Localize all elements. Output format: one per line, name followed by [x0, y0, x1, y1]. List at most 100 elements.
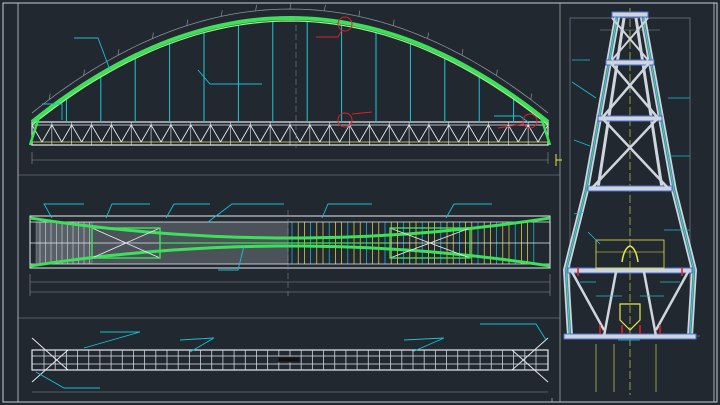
- truss-diagonal: [130, 124, 142, 143]
- truss-diagonal: [81, 124, 92, 143]
- bearing-shape: [619, 303, 641, 331]
- truss-diagonal: [428, 124, 440, 143]
- end-brace: [511, 337, 549, 371]
- truss-diagonal: [220, 124, 231, 143]
- elevation-view[interactable]: [28, 2, 562, 166]
- lamp-post-shape: [621, 245, 639, 263]
- leader-line: [105, 203, 150, 219]
- dimension-tick: [496, 69, 498, 76]
- truss-diagonal: [31, 124, 43, 143]
- detail-callout-circle: [337, 112, 353, 128]
- truss-diagonal: [230, 124, 241, 143]
- truss-diagonal: [51, 124, 63, 143]
- dimension-tick: [289, 2, 292, 10]
- tower-strut: [605, 59, 655, 66]
- leader-line: [587, 231, 601, 245]
- callout-leader: [351, 111, 373, 115]
- callout-leader: [316, 29, 343, 38]
- truss-diagonal: [418, 124, 430, 143]
- truss-diagonal: [120, 124, 132, 143]
- center-joint: [277, 356, 301, 363]
- truss-diagonal: [458, 124, 470, 143]
- leader-line: [573, 211, 585, 215]
- leader-line: [573, 139, 591, 147]
- leader-line: [42, 103, 63, 120]
- wind-brace: [91, 227, 161, 259]
- leader-line: [321, 203, 372, 219]
- truss-diagonal: [438, 124, 450, 143]
- tower-leg-edge: [565, 11, 619, 337]
- detail-callout-circle: [337, 16, 353, 32]
- truss-diagonal: [398, 124, 410, 143]
- tower-x-brace: [601, 61, 651, 119]
- truss-diagonal: [101, 124, 112, 143]
- truss-diagonal: [339, 124, 350, 143]
- tower-inner-leg: [596, 17, 626, 189]
- truss-diagonal: [170, 124, 182, 143]
- bottom-plan-view[interactable]: [31, 323, 549, 393]
- end-brace: [31, 349, 69, 383]
- end-brace: [511, 349, 549, 383]
- truss-diagonal: [190, 124, 202, 143]
- truss-diagonal: [71, 124, 83, 143]
- dimension-tick: [48, 93, 51, 100]
- portal-brace: [654, 271, 690, 331]
- truss-diagonal: [507, 124, 519, 143]
- arch-rib-inner: [31, 20, 549, 126]
- dimension-tick: [186, 19, 189, 26]
- plan-outline: [29, 215, 551, 269]
- inner-border: [17, 2, 715, 403]
- tower-strut: [611, 11, 649, 18]
- truss-diagonal: [91, 124, 102, 143]
- truss-diagonal: [468, 124, 479, 143]
- truss-diagonal: [368, 124, 380, 143]
- truss-diagonal: [249, 124, 261, 143]
- truss-diagonal: [299, 124, 311, 143]
- leader-line: [35, 371, 100, 389]
- leader-line: [83, 331, 141, 349]
- dimension-tick: [392, 19, 395, 26]
- truss-diagonal: [41, 124, 53, 143]
- truss-diagonal: [349, 124, 360, 143]
- dimension-tick: [324, 4, 326, 11]
- tower-x-brace: [611, 17, 649, 61]
- leader-line: [179, 337, 215, 353]
- tower-x-brace: [601, 117, 669, 189]
- leader-line: [74, 37, 111, 71]
- leader-line: [207, 203, 284, 223]
- leader-line: [165, 203, 210, 219]
- dimension-tick: [83, 69, 85, 76]
- tower-strut: [563, 333, 697, 340]
- dimension-tick: [255, 4, 257, 11]
- dimension-tick: [358, 10, 361, 17]
- end-brace: [31, 337, 69, 371]
- truss-diagonal: [140, 124, 152, 143]
- leader-line: [218, 245, 245, 271]
- truss-diagonal: [497, 124, 509, 143]
- detail-callout-circle: [522, 113, 538, 129]
- tower-inner-leg: [634, 17, 664, 189]
- truss-diagonal: [200, 124, 212, 143]
- plan-view[interactable]: [29, 203, 551, 296]
- truss-diagonal: [259, 124, 271, 143]
- truss-diagonal: [289, 124, 301, 143]
- arch-rib-outer: [30, 15, 550, 124]
- truss-diagonal: [488, 124, 499, 143]
- cross-section-view[interactable]: [562, 8, 700, 395]
- truss-diagonal: [359, 124, 370, 143]
- truss-diagonal: [408, 124, 420, 143]
- truss-diagonal: [537, 124, 549, 143]
- truss-diagonal: [180, 124, 192, 143]
- wind-brace: [389, 227, 471, 259]
- truss-diagonal: [309, 124, 321, 143]
- deck-section: [595, 239, 665, 269]
- arch-rib-plan: [29, 244, 551, 268]
- dimension-tick: [427, 32, 429, 39]
- arch-abutment: [538, 113, 552, 146]
- dimension-tick: [530, 93, 533, 100]
- leader-line: [571, 81, 597, 99]
- leader-line: [403, 337, 445, 353]
- portal-brace: [642, 271, 658, 337]
